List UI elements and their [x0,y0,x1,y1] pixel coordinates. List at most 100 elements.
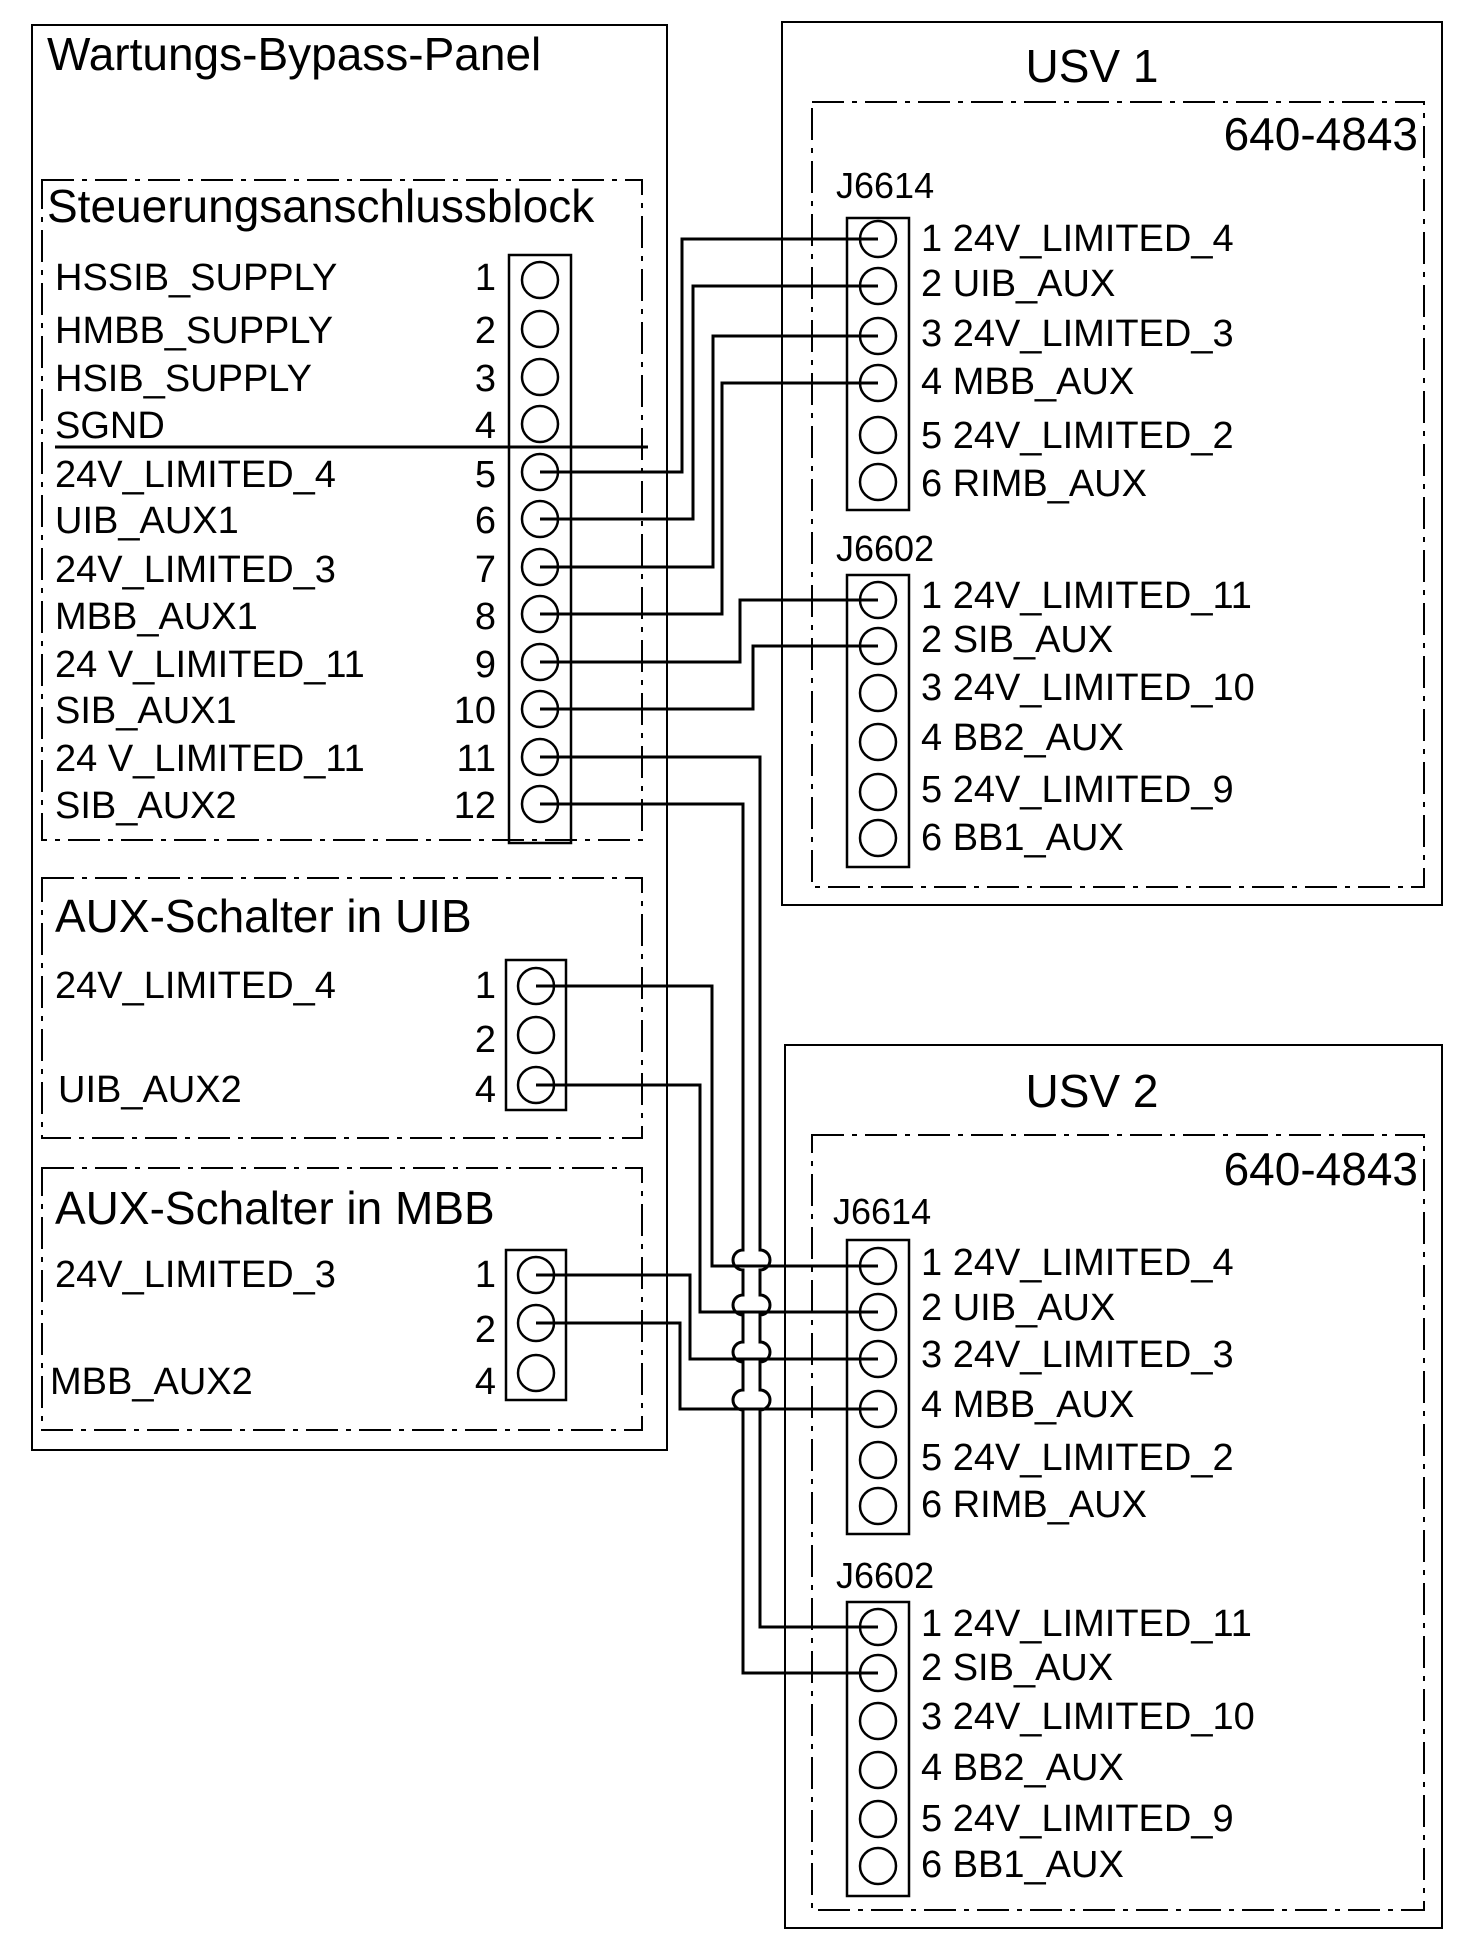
block-row-number: 8 [475,596,496,638]
block-row-label: UIB_AUX1 [55,500,239,542]
wire-block5-usv1-j6614-1 [540,237,878,474]
aux-uib-row-number: 1 [475,965,496,1007]
aux-mbb-title: AUX-Schalter in MBB [55,1182,495,1234]
usv1-j6614-pin-label: 1 24V_LIMITED_4 [921,218,1234,260]
usv2-j6614-pin-label: 6 RIMB_AUX [921,1484,1147,1526]
control-block-terminals [520,260,560,824]
block-row-number: 5 [475,454,496,496]
block-row-label: HSIB_SUPPLY [55,358,312,400]
usv1-j6602-pin-label: 5 24V_LIMITED_9 [921,769,1234,811]
aux-mbb-row-label: MBB_AUX2 [50,1361,253,1403]
usv1-frame [781,21,1443,906]
aux-uib-row-label: 24V_LIMITED_4 [55,965,336,1007]
usv1-j6614-pin-label: 6 RIMB_AUX [921,463,1147,505]
block-row-number: 6 [475,500,496,542]
usv1-title: USV 1 [1026,40,1159,92]
aux-uib-title: AUX-Schalter in UIB [55,890,472,942]
bypass-panel-title: Wartungs-Bypass-Panel [47,28,541,80]
usv1-j6614-pin-label: 3 24V_LIMITED_3 [921,313,1234,355]
usv2-part-number: 640-4843 [1224,1143,1418,1195]
aux-mbb-terminal-strip [504,1248,568,1402]
wire-aux-uib1-usv2-j6614-1 [536,984,878,1268]
usv1-j6602-strip [845,573,911,869]
terminal-pin [520,404,560,444]
terminal-pin [858,1799,898,1839]
usv2-j6602-strip [845,1600,911,1898]
aux-uib-row-number: 2 [475,1019,496,1061]
block-row-number: 9 [475,644,496,686]
block-row-label: 24V_LIMITED_3 [55,549,336,591]
usv2-j6602-pin-label: 3 24V_LIMITED_10 [921,1696,1255,1738]
usv1-j6614-pin-label: 4 MBB_AUX [921,361,1134,403]
usv1-j6602-pin-label: 3 24V_LIMITED_10 [921,667,1255,709]
control-block-title: Steuerungsanschlussblock [47,180,595,232]
block-row-label: MBB_AUX1 [55,596,258,638]
wire-block9-usv1-j6602-1 [540,598,878,664]
terminal-pin [858,415,898,455]
block-row-label: SGND [55,405,165,447]
usv2-j6614-pin-label: 3 24V_LIMITED_3 [921,1334,1234,1376]
aux-mbb-row-number: 4 [475,1361,496,1403]
terminal-pin [858,673,898,713]
control-block-frame [41,179,643,841]
usv2-j6614-pin-label: 4 MBB_AUX [921,1384,1134,1426]
usv2-title: USV 2 [1026,1065,1159,1117]
block-row-label: HSSIB_SUPPLY [55,257,337,299]
block-row-label: SIB_AUX1 [55,690,237,732]
usv2-j6614-pin-label: 5 24V_LIMITED_2 [921,1437,1234,1479]
terminal-pin [858,1750,898,1790]
usv1-j6614-pin-label: 5 24V_LIMITED_2 [921,415,1234,457]
block-row-number: 12 [454,785,496,827]
terminal-pin [858,818,898,858]
usv2-frame [784,1044,1443,1929]
block-row-label: SIB_AUX2 [55,785,237,827]
usv1-j6602-pin-label: 6 BB1_AUX [921,817,1124,859]
usv2-j6602-pin-label: 1 24V_LIMITED_11 [921,1603,1252,1645]
block-row-number: 1 [475,257,496,299]
aux-mbb-row-number: 2 [475,1309,496,1351]
usv1-j6602-pin-label: 2 SIB_AUX [921,619,1113,661]
terminal-pin [858,1846,898,1886]
aux-uib-row-label: UIB_AUX2 [58,1069,242,1111]
aux-uib-frame [41,877,643,1139]
aux-mbb-row-label: 24V_LIMITED_3 [55,1254,336,1296]
block-row-number: 4 [475,405,496,447]
block-row-number: 2 [475,310,496,352]
terminal-pin [516,1015,556,1055]
block-row-label: HMBB_SUPPLY [55,310,333,352]
block-row-label: 24 V_LIMITED_11 [55,738,365,780]
usv1-board-frame [811,101,1425,888]
wires [536,237,878,1675]
bypass-panel-frame [31,24,668,1451]
wire-block11-usv2-j6602-1 [540,755,878,1629]
usv2-j6614-strip [845,1238,911,1536]
block-row-number: 10 [454,690,496,732]
wire-aux-mbb2-usv2-j6614-4 [536,1321,878,1411]
wire-block12-usv2-j6602-2 [540,802,878,1675]
usv2-j6602-label: J6602 [836,1555,934,1596]
block-row-number: 7 [475,549,496,591]
block-row-number: 3 [475,358,496,400]
usv1-j6602-pin-label: 4 BB2_AUX [921,717,1124,759]
usv2-j6614-pin-label: 1 24V_LIMITED_4 [921,1242,1234,1284]
wire-block7-usv1-j6614-3 [540,334,878,569]
usv2-j6602-pin-label: 4 BB2_AUX [921,1747,1124,1789]
terminal-pin [516,1353,556,1393]
aux-uib-row-number: 4 [475,1069,496,1111]
usv2-j6602-pin-label: 2 SIB_AUX [921,1647,1113,1689]
wire-aux-uib4-usv2-j6614-2 [536,1083,878,1314]
usv2-j6614-label: J6614 [833,1191,931,1232]
terminal-pin [858,772,898,812]
block-row-number: 11 [457,738,496,780]
terminal-pin [858,1486,898,1526]
terminal-pin [858,722,898,762]
usv1-j6614-label: J6614 [836,165,934,206]
usv2-board-frame [811,1134,1425,1911]
usv2-j6614-pin-label: 2 UIB_AUX [921,1287,1115,1329]
control-block-terminal-strip [507,253,573,845]
aux-uib-terminal-strip [504,958,568,1112]
terminal-pin [520,357,560,397]
aux-mbb-frame [41,1167,643,1431]
block-row-label: 24 V_LIMITED_11 [55,644,365,686]
wire-block6-usv1-j6614-2 [540,284,878,521]
